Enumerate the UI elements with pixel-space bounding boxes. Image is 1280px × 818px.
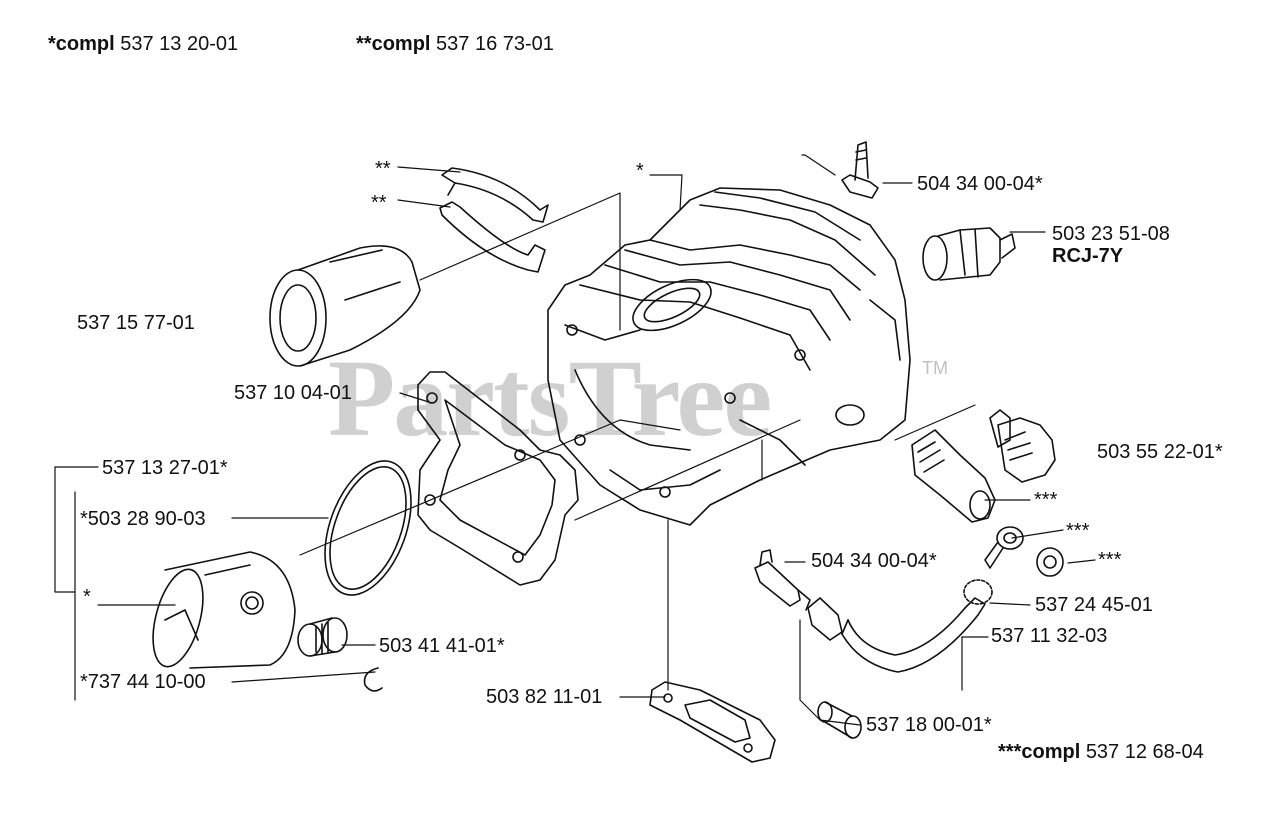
watermark: PartsTree	[328, 337, 772, 459]
callout-valve[interactable]: 503 55 22-01*	[1097, 441, 1223, 463]
callout-filter[interactable]: 537 18 00-01*	[866, 714, 992, 736]
kit1-prefix: *compl	[48, 33, 115, 55]
valve-parts	[911, 409, 1056, 523]
piston-ring-shape	[324, 460, 412, 596]
callout-piston: *	[83, 586, 91, 608]
kit2-label: **compl 537 16 73-01	[356, 33, 554, 55]
cylinder-part	[547, 187, 911, 526]
callout-cylinder: *	[636, 160, 644, 182]
callout-nipple-top[interactable]: 504 34 00-04*	[917, 173, 1043, 195]
intake-part	[269, 245, 421, 367]
nipple-top-part	[841, 141, 879, 199]
callout-nipple-bottom[interactable]: 504 34 00-04*	[811, 550, 937, 572]
kit3-label: ***compl 537 12 68-04	[998, 741, 1204, 763]
callout-ring[interactable]: *503 28 90-03	[80, 508, 206, 530]
fitting-parts	[963, 526, 1064, 605]
filter-part	[817, 701, 862, 739]
callout-washer-b: ***	[1098, 549, 1122, 571]
clamp-parts	[439, 167, 549, 273]
callout-clamp-small[interactable]: 537 24 45-01	[1035, 594, 1153, 616]
callout-banjo: ***	[1034, 489, 1058, 511]
callout-spark-plug-type: RCJ-7Y	[1052, 245, 1124, 267]
callout-spark-plug[interactable]: 503 23 51-08	[1052, 223, 1170, 245]
callout-clamp-lower: **	[371, 192, 387, 214]
connector-part	[807, 597, 843, 641]
callout-washer-a: ***	[1066, 520, 1090, 542]
callout-gasket[interactable]: 537 10 04-01	[234, 382, 352, 404]
callout-intake[interactable]: 537 15 77-01	[77, 312, 195, 334]
piston-part	[152, 551, 296, 669]
kit1-label: *compl 537 13 20-01	[48, 33, 238, 55]
kit2-number[interactable]: 537 16 73-01	[436, 33, 554, 55]
hose-part	[841, 597, 986, 673]
watermark-tm: TM	[922, 358, 948, 378]
base-gasket-part	[649, 681, 776, 763]
bearing-part	[297, 617, 348, 657]
kit2-prefix: **compl	[356, 33, 431, 55]
callout-bearing[interactable]: 503 41 41-01*	[379, 635, 505, 657]
callout-circlip[interactable]: *737 44 10-00	[80, 671, 206, 693]
callout-hose[interactable]: 537 11 32-03	[991, 625, 1108, 647]
leader-lines	[54, 154, 1096, 726]
callout-clamp-upper: **	[375, 158, 391, 180]
circlip-shape	[363, 667, 383, 692]
kit1-number[interactable]: 537 13 20-01	[120, 33, 239, 55]
callout-piston-set[interactable]: 537 13 27-01*	[102, 457, 228, 479]
kit3-prefix: ***compl	[998, 741, 1081, 763]
kit3-number[interactable]: 537 12 68-04	[1085, 741, 1204, 763]
nipple-bottom-part	[754, 549, 811, 611]
gasket-part	[417, 371, 579, 586]
callout-base-gasket[interactable]: 503 82 11-01	[486, 686, 603, 708]
spark-plug-part	[922, 227, 1016, 281]
